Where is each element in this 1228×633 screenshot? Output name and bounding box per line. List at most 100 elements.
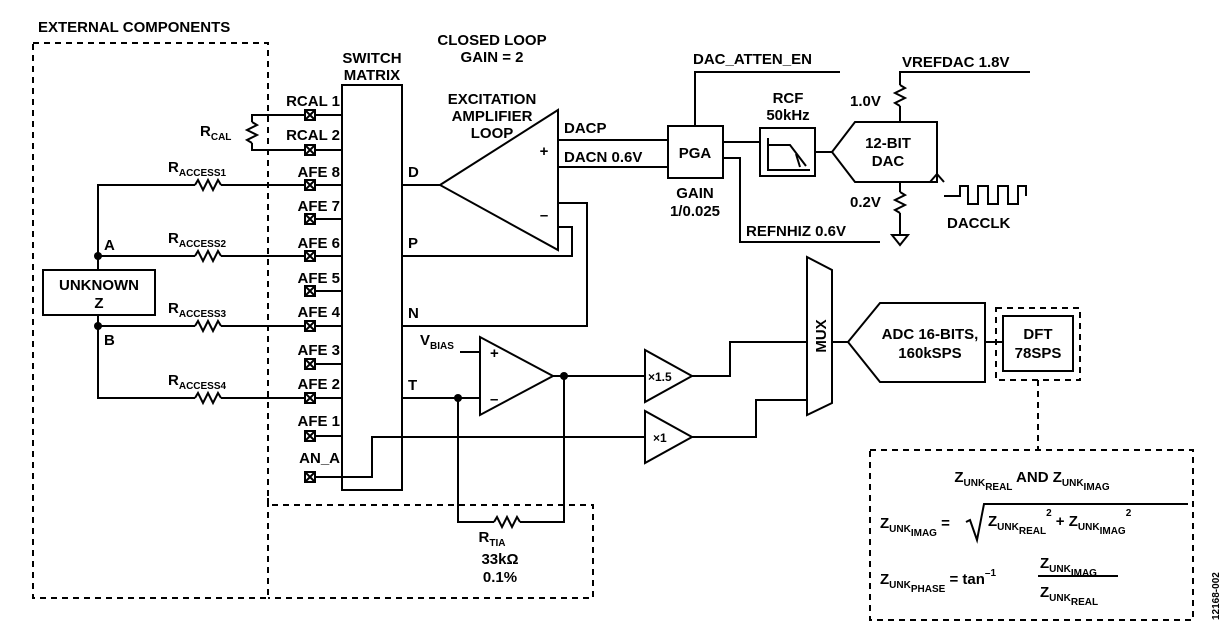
rcf-label-1: RCF [773,90,804,107]
rcf-filter-box [759,127,816,177]
r-access1-label: RACCESS1 [168,159,227,179]
external-components-box [32,42,269,599]
pin-rcal1: RCAL 1 [286,93,340,110]
exc-amp-plus: + [540,143,549,160]
rtia-label: RTIA [479,529,506,549]
equation-phase-lhs: ZUNKPHASE = tan–1 [880,568,996,595]
pin-afe1: AFE 1 [297,413,340,430]
adc-label-2: 160kSPS [898,345,961,362]
vrefdac-label: VREFDAC 1.8V [902,54,1010,71]
refnhiz-wire [723,157,880,243]
pga-box [667,125,724,179]
pin-rcal2: RCAL 2 [286,127,340,144]
dac-label-2: DAC [872,153,905,170]
terminal-x-icon [304,430,316,442]
buffer-x15 [644,348,695,404]
figure-id: 12168-002 [1211,572,1222,620]
equation-phase-denominator: ZUNKREAL [1040,584,1098,608]
r-access4-label: RACCESS4 [168,372,227,392]
adc-label-1: ADC 16-BITS, [882,326,979,343]
closed-loop-label-2: GAIN = 2 [461,49,524,66]
terminal-x-icon [304,392,316,404]
terminal-x-icon [304,320,316,332]
dft-label-1: DFT [1023,326,1052,343]
excitation-label-2: AMPLIFIER [452,108,533,125]
pin-afe3: AFE 3 [297,342,340,359]
closed-loop-label-1: CLOSED LOOP [437,32,546,49]
node-b-dot [94,322,102,330]
equation-phase-numerator: ZUNKIMAG [1040,555,1097,579]
x1-mux-wire [692,399,807,438]
rcf-label-2: 50kHz [766,107,809,124]
pin-afe6: AFE 6 [297,235,340,252]
node-p-label: P [408,235,418,252]
excitation-label-3: LOOP [471,125,514,142]
dft-block [1002,315,1074,372]
unknown-z-box [42,269,156,316]
terminal-x-icon [304,109,316,121]
tia-minus: – [490,391,498,408]
switch-matrix-label-2: MATRIX [344,67,400,84]
node-n-label: N [408,305,419,322]
dac-box [830,121,938,183]
rcal-resistor [244,114,305,151]
buffer-x1 [644,409,695,465]
node-d-label: D [408,164,419,181]
external-components-label: EXTERNAL COMPONENTS [38,19,230,36]
x15-mux-wire [692,341,807,377]
vrefdac-chain [889,71,1030,247]
switch-matrix-box [341,84,403,491]
terminal-x-icon [304,285,316,297]
terminal-x-icon [304,471,316,483]
pin-afe4: AFE 4 [297,304,340,321]
pin-afe8: AFE 8 [297,164,340,181]
v10-label: 1.0V [850,93,881,110]
rtia-value: 33kΩ [481,551,518,568]
mux-label: MUX [813,319,830,352]
pin-an-a: AN_A [299,450,340,467]
rcal-label: RCAL [200,123,231,143]
sqrt-sign-icon [965,503,1188,544]
switch-matrix-label-1: SWITCH [342,50,401,67]
access-wires [97,177,305,406]
dacclk-label: DACCLK [947,215,1010,232]
rtia-dashed-region [267,498,594,599]
node-t-label: T [408,377,417,394]
terminal-icons [304,109,316,483]
tia-output-dot [560,372,568,380]
node-a-label: A [104,237,115,254]
excitation-label-1: EXCITATION [448,91,537,108]
node-a-dot [94,252,102,260]
vbias-label: VBIAS [420,332,454,352]
r-access3-label: RACCESS3 [168,300,227,320]
gain-label-2: 1/0.025 [670,203,720,220]
terminal-x-icon [304,250,316,262]
rtia-tolerance: 0.1% [483,569,517,586]
pin-afe7: AFE 7 [297,198,340,215]
terminal-x-icon [304,144,316,156]
pin-afe2: AFE 2 [297,376,340,393]
dacp-label: DACP [564,120,607,137]
terminal-x-icon [304,179,316,191]
terminal-x-icon [304,358,316,370]
dacn-label: DACN 0.6V [564,149,642,166]
tia-amplifier [479,335,556,417]
unknown-z-label-1: UNKNOWN [59,277,139,294]
equation-box [869,449,1194,621]
dft-label-2: 78SPS [1015,345,1062,362]
node-b-label: B [104,332,115,349]
buffer-x15-label: ×1.5 [648,370,672,384]
refnhiz-label: REFNHIZ 0.6V [746,223,846,240]
buffer-x1-label: ×1 [653,431,667,445]
unknown-z-label-2: Z [94,295,103,312]
dac-atten-en-label: DAC_ATTEN_EN [693,51,812,68]
excitation-amplifier [438,108,559,252]
lowpass-filter-icon [767,138,810,171]
dac-atten-en-wire [694,71,840,126]
terminal-x-icon [304,213,316,225]
equation-magnitude-lhs: ZUNKIMAG = [880,515,950,539]
pin-afe5: AFE 5 [297,270,340,287]
tia-input-dot [454,394,462,402]
tia-plus: + [490,345,499,362]
